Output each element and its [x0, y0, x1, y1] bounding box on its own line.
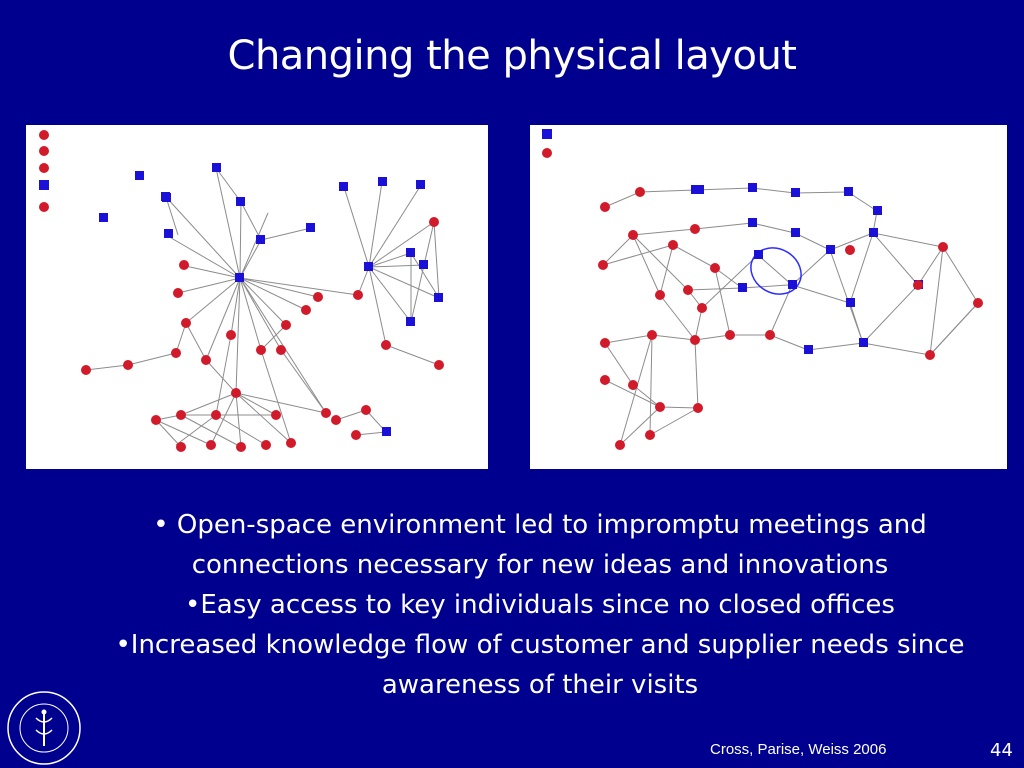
- network-diagram-before: [26, 125, 488, 469]
- legend: [542, 129, 552, 158]
- network-graph-before: [39, 130, 444, 452]
- bullet-item: •Easy access to key individuals since no…: [185, 590, 895, 620]
- network-diagram-after: [530, 125, 1007, 469]
- edges: [85, 167, 440, 448]
- highlight-ellipse: [750, 247, 802, 295]
- blue-nodes: [99, 163, 443, 436]
- bullet-item: • Open-space environment led to imprompt…: [153, 510, 927, 580]
- legend-marker: [39, 202, 49, 212]
- page-number: 44: [990, 740, 1013, 761]
- university-logo: [7, 691, 81, 765]
- edges: [602, 187, 979, 446]
- citation: Cross, Parise, Weiss 2006: [710, 741, 887, 758]
- red-nodes: [598, 187, 983, 450]
- legend-marker: [39, 163, 49, 173]
- legend-marker: [542, 129, 552, 139]
- legend-marker: [542, 148, 552, 158]
- bullet-list: • Open-space environment led to imprompt…: [90, 505, 990, 705]
- red-nodes: [81, 217, 444, 452]
- legend: [39, 130, 49, 212]
- legend-marker: [39, 180, 49, 190]
- blue-nodes: [691, 183, 923, 354]
- network-graph-after: [542, 129, 983, 450]
- legend-marker: [39, 146, 49, 156]
- legend-marker: [39, 130, 49, 140]
- slide-title: Changing the physical layout: [227, 33, 797, 79]
- bullet-item: •Increased knowledge flow of customer an…: [115, 630, 965, 700]
